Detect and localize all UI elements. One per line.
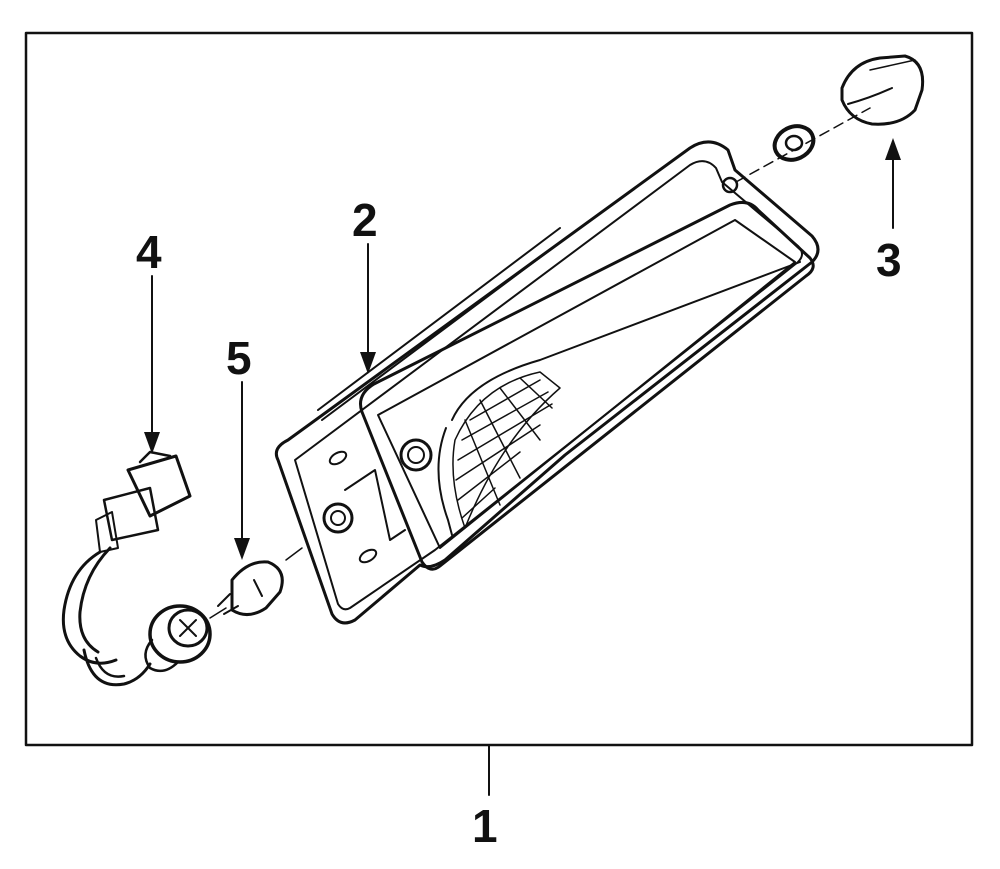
callout-4: 4 [136,226,162,278]
leader-5 [234,381,250,560]
bulb [217,547,303,616]
screw-cap [840,54,925,126]
leader-4 [144,275,160,454]
callout-2: 2 [352,194,378,246]
assembly-frame [24,31,974,747]
callout-5: 5 [226,332,252,384]
lamp-housing [274,140,820,625]
washer [772,124,816,162]
alignment-line-3 [735,107,871,183]
callout-3: 3 [876,234,902,286]
leader-3 [885,138,901,229]
callout-1: 1 [472,800,498,852]
socket-harness [61,450,227,687]
leader-2 [360,243,376,374]
